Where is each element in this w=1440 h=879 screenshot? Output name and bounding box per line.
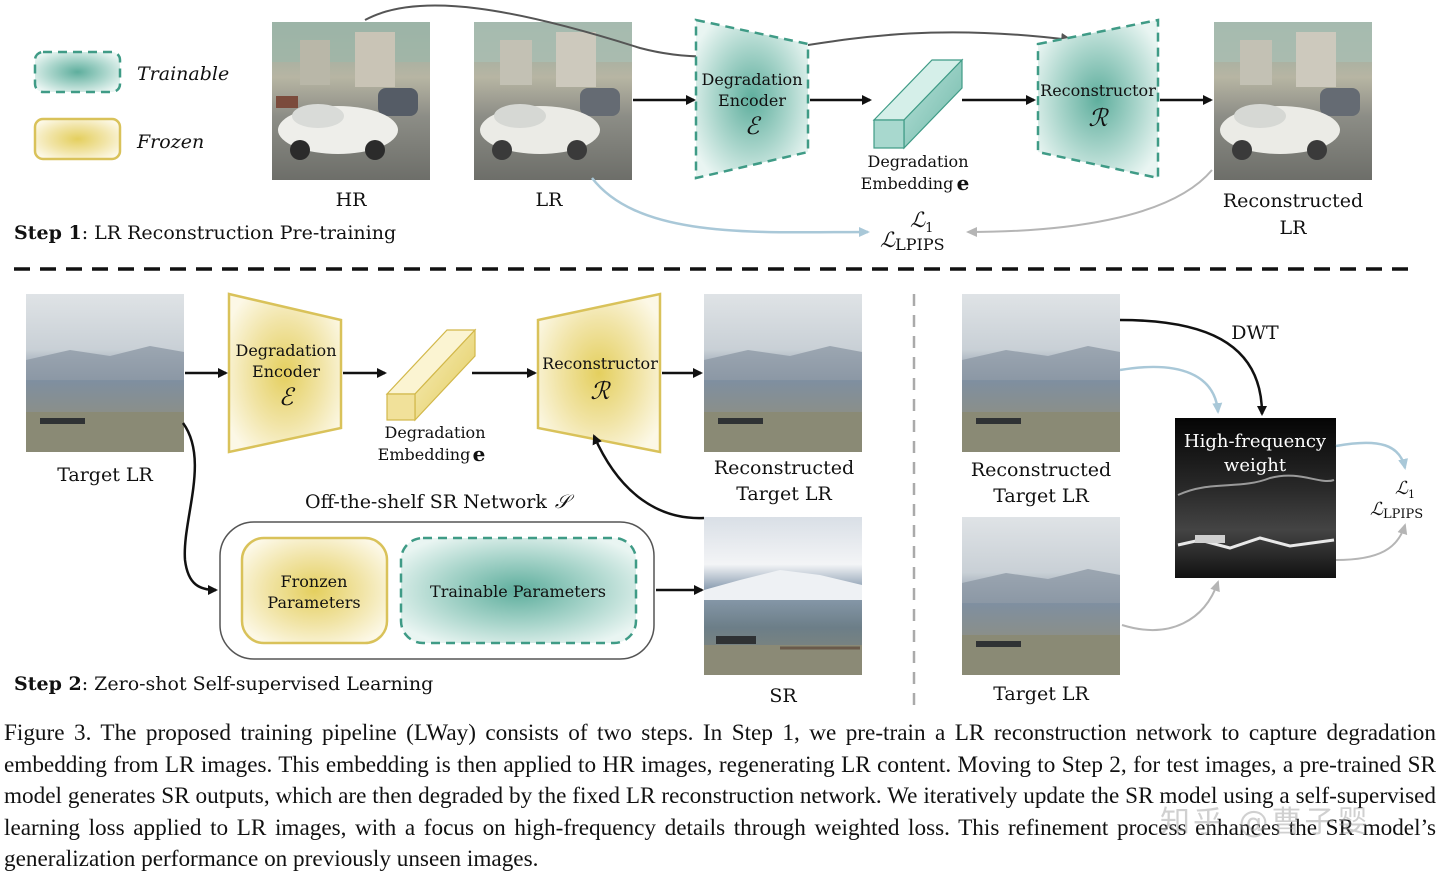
step2-target-lr-image: [26, 294, 184, 452]
hf-to-loss-bottom-arrow: [1335, 523, 1408, 561]
sr-image: [704, 517, 862, 675]
frozen-parameters-line1: Fronzen: [281, 572, 348, 591]
dwt-label: DWT: [1231, 322, 1279, 344]
hf-to-loss-top-arrow: [1335, 441, 1408, 470]
hf-weight-label-line1: High-frequency: [1184, 431, 1327, 452]
lr-image: [474, 22, 632, 180]
step1-reconstructor: [1036, 18, 1160, 180]
step1-encoder-label-line1: Degradation: [702, 70, 803, 89]
step1-reconstructor-symbol: ℛ: [1088, 104, 1109, 132]
frozen-parameters-line2: Parameters: [267, 593, 360, 612]
reconstructed-lr-label-line1: Reconstructed: [1223, 190, 1363, 212]
step1-embedding-label-line2: Embedding: [861, 174, 954, 193]
sr-label: SR: [769, 685, 797, 707]
step1-encoder-symbol: ℰ: [745, 112, 762, 140]
step1-embedding-symbol: e: [957, 171, 970, 195]
step2-reconstructor-symbol: ℛ: [590, 377, 611, 405]
step1-reconstructor-label: Reconstructor: [1040, 81, 1156, 100]
watermark: 知乎 @曹子婴: [1160, 805, 1371, 840]
reconstructed-lr-image: [1214, 22, 1372, 180]
hr-image: [272, 22, 430, 180]
frozen-parameters-box: [240, 536, 389, 645]
right-reconstructed-label-line1: Reconstructed: [971, 459, 1111, 481]
legend-frozen-label: Frozen: [136, 131, 204, 153]
hf-weight-label-line2: weight: [1224, 455, 1287, 476]
legend-frozen-swatch: [33, 117, 122, 161]
right-loss-l1: ℒ1: [1395, 478, 1415, 501]
step1-loss-l1: ℒ1: [910, 208, 933, 236]
right-reconstructed-target-image: [962, 294, 1120, 452]
step2-embedding-symbol: e: [473, 442, 486, 466]
step2-embedding-cube: [385, 328, 477, 422]
legend-trainable-swatch: [33, 50, 122, 94]
high-frequency-weight-image: [1175, 418, 1336, 578]
lr-label: LR: [536, 189, 564, 211]
figure-caption: Figure 3. The proposed training pipeline…: [4, 718, 1436, 876]
trainable-parameters-box: [399, 536, 638, 645]
figure-diagram: Trainable Frozen HR LR Degradation Encod…: [14, 4, 1423, 707]
right-loss-lpips: ℒLPIPS: [1370, 499, 1423, 522]
step1-embedding-label-line1: Degradation: [868, 152, 969, 171]
step2-title: Step 2: Zero-shot Self-supervised Learni…: [14, 673, 433, 695]
right-reconstructed-label-line2: Target LR: [993, 485, 1089, 507]
step1-degradation-encoder: [694, 18, 810, 180]
step2-embedding-label-line1: Degradation: [385, 423, 486, 442]
step2-encoder-symbol: ℰ: [279, 383, 296, 411]
dwt-arrow: [1119, 318, 1267, 416]
reconstructed-lr-label-line2: LR: [1280, 217, 1308, 239]
step2-encoder-label-line2: Encoder: [252, 362, 320, 381]
step2-embedding-label-line2: Embedding: [378, 445, 471, 464]
step1-encoder-label-line2: Encoder: [718, 91, 786, 110]
target-to-sr-network-arrow: [181, 422, 218, 595]
recon-to-loss-arrow: [966, 169, 1213, 237]
step2-encoder-label-line1: Degradation: [236, 341, 337, 360]
step2-reconstructor-label: Reconstructor: [542, 354, 658, 373]
step2-reconstructor: [536, 292, 662, 454]
target-to-hf-arrow: [1121, 580, 1220, 631]
sr-to-reconstructor-arrow: [592, 434, 705, 520]
trainable-parameters-label: Trainable Parameters: [430, 582, 606, 601]
hr-to-reconstructor-arrow: [364, 4, 1073, 58]
step2-reconstructed-target-image: [704, 294, 862, 452]
step2-degradation-encoder: [227, 292, 343, 454]
step2-reconstructed-label-line2: Target LR: [736, 483, 832, 505]
right-target-lr-image: [962, 517, 1120, 675]
caption-text: Figure 3. The proposed training pipeline…: [4, 720, 1436, 872]
recon-to-hf-arrow: [1119, 365, 1223, 414]
step1-loss-lpips: ℒLPIPS: [880, 228, 945, 254]
step1-title: Step 1: LR Reconstruction Pre-training: [14, 222, 396, 244]
lr-to-loss-arrow: [591, 177, 870, 238]
right-target-lr-label: Target LR: [993, 683, 1089, 705]
hr-label: HR: [336, 189, 368, 211]
step2-reconstructed-label-line1: Reconstructed: [714, 457, 854, 479]
legend-trainable-label: Trainable: [137, 63, 229, 85]
step2-target-lr-label: Target LR: [57, 464, 153, 486]
step1-embedding-cube: [872, 58, 964, 150]
